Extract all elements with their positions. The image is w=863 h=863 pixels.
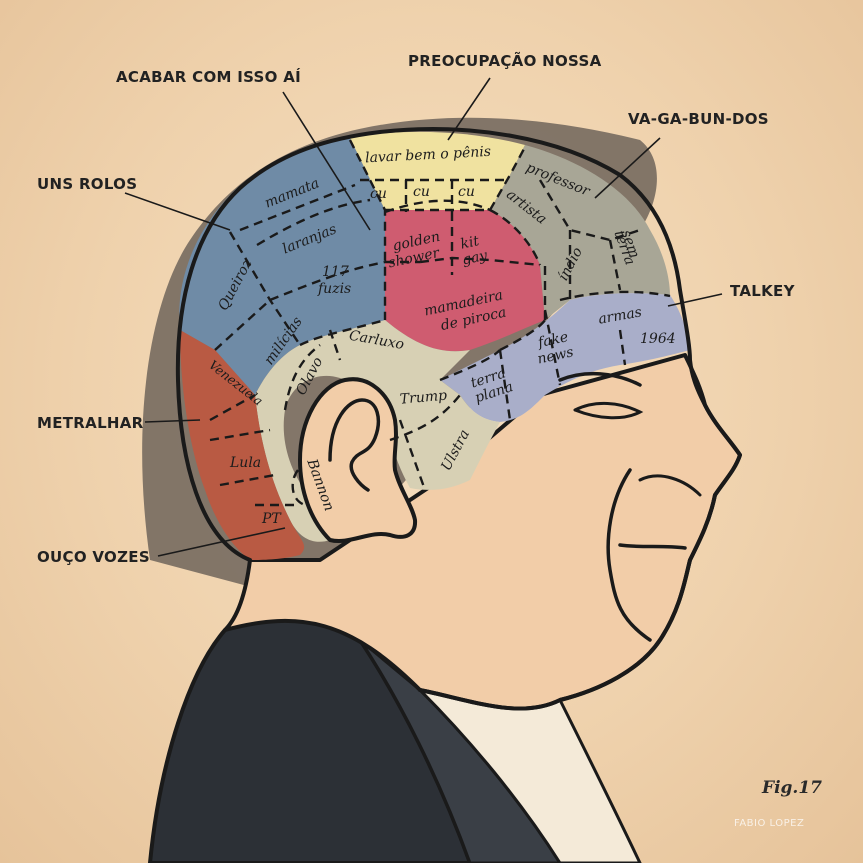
zone-label-trump: Trump xyxy=(399,388,448,408)
zone-label-lula: Lula xyxy=(229,455,261,471)
zone-red xyxy=(385,210,545,352)
boundaries xyxy=(209,139,671,507)
zone-beige xyxy=(255,320,500,542)
ear xyxy=(298,377,418,543)
callout-metralhar: METRALHAR xyxy=(37,414,144,432)
head-outline xyxy=(175,127,742,711)
credit: FABIO LOPEZ xyxy=(734,818,804,829)
leader-preocupacao xyxy=(447,77,491,141)
zone-label-cu-2: cu xyxy=(413,184,430,200)
leader-talkey xyxy=(667,293,723,307)
zone-label-1964: 1964 xyxy=(640,331,676,347)
callout-vozes: OUÇO VOZES xyxy=(37,548,150,566)
mouth xyxy=(618,543,687,550)
leader-acabar xyxy=(282,91,371,231)
eyebrow xyxy=(558,371,642,387)
callout-preocupacao: PREOCUPAÇÃO NOSSA xyxy=(408,51,602,70)
leader-metralhar xyxy=(144,419,201,423)
zone-label-kit-b: gay xyxy=(461,247,490,268)
leader-vagabundos xyxy=(594,137,661,199)
zone-label-fake-b: news xyxy=(536,344,575,367)
leader-rolos xyxy=(124,192,231,231)
cheek-line xyxy=(606,468,652,642)
zone-label-fuzis-b: fuzis xyxy=(317,281,351,297)
figure-label: Fig.17 xyxy=(761,778,822,798)
zone-label-lavar: lavar bem o pênis xyxy=(365,144,492,167)
nose-wing xyxy=(638,474,702,497)
eye xyxy=(573,401,644,420)
ear-inner xyxy=(328,398,380,492)
zone-label-cu-1: cu xyxy=(370,186,387,202)
zone-label-kit-a: kit xyxy=(459,233,481,253)
zone-rust xyxy=(180,330,305,560)
zone-label-fuzis-a: 117 xyxy=(322,264,349,280)
zone-lavender xyxy=(440,293,690,422)
zone-blue xyxy=(179,138,385,395)
zone-label-fake-a: fake xyxy=(536,329,570,351)
shirt-collar xyxy=(416,688,642,863)
zone-label-cu-3: cu xyxy=(458,184,475,200)
callout-acabar: ACABAR COM ISSO AÍ xyxy=(116,67,301,86)
zone-label-pt: PT xyxy=(261,511,282,527)
callout-vagabundos: VA-GA-BUN-DOS xyxy=(628,110,769,128)
callout-talkey: TALKEY xyxy=(730,282,796,300)
zone-label-armas: armas xyxy=(597,304,643,327)
zone-yellow xyxy=(350,131,525,210)
leader-vozes xyxy=(157,527,286,557)
callout-rolos: UNS ROLOS xyxy=(37,175,137,193)
